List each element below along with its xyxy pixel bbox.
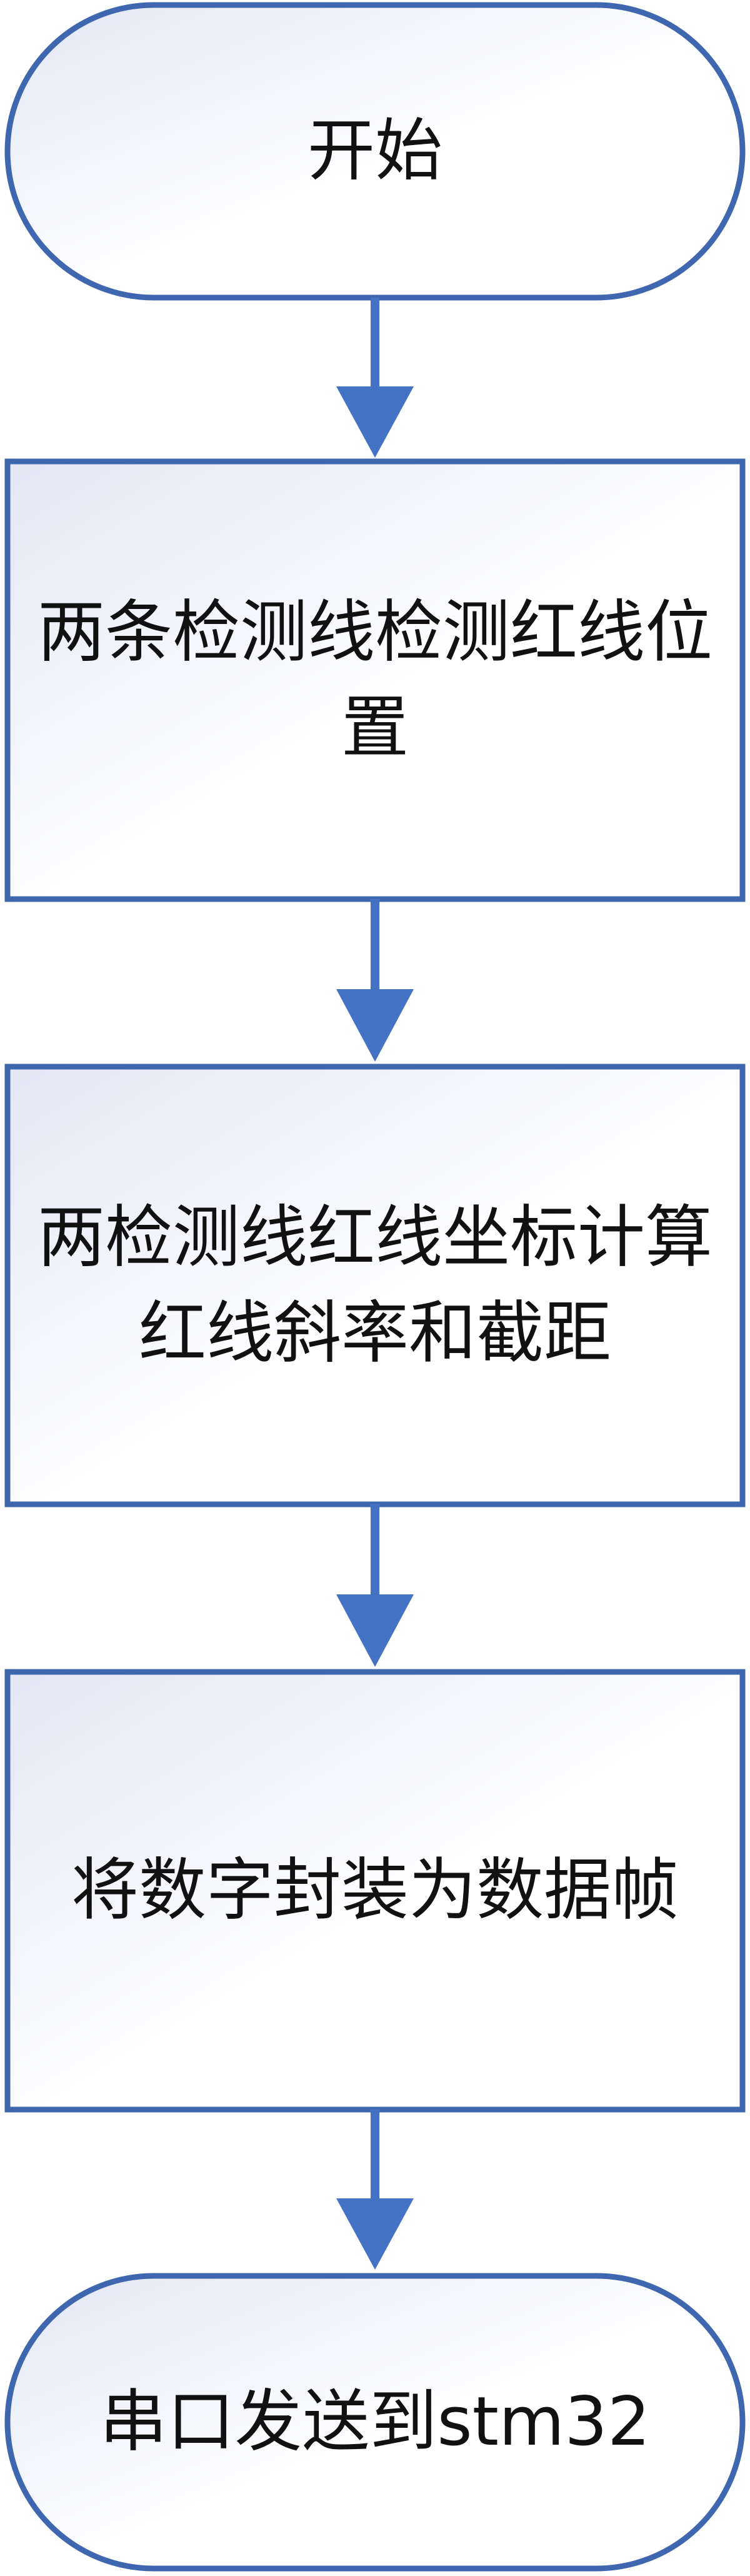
end-terminal-shape [4,2273,746,2572]
end-label: 串口发送到stm32 [99,2383,651,2462]
step3-label: 将数字封装为数据帧 [71,1851,679,1930]
start-label: 开始 [307,112,442,191]
arrowhead-step2-to-step3 [336,1594,414,1667]
step1-process-shape [4,458,746,902]
arrowhead-start-to-step1 [336,386,414,458]
step2-process-shape [4,1064,746,1507]
step2-label: 两检测线红线坐标计算红线斜率和截距 [37,1198,712,1372]
arrowhead-step3-to-end [336,2198,414,2270]
arrowhead-step1-to-step2 [336,989,414,1062]
step1-label: 两条检测线检测红线位置 [37,593,712,767]
